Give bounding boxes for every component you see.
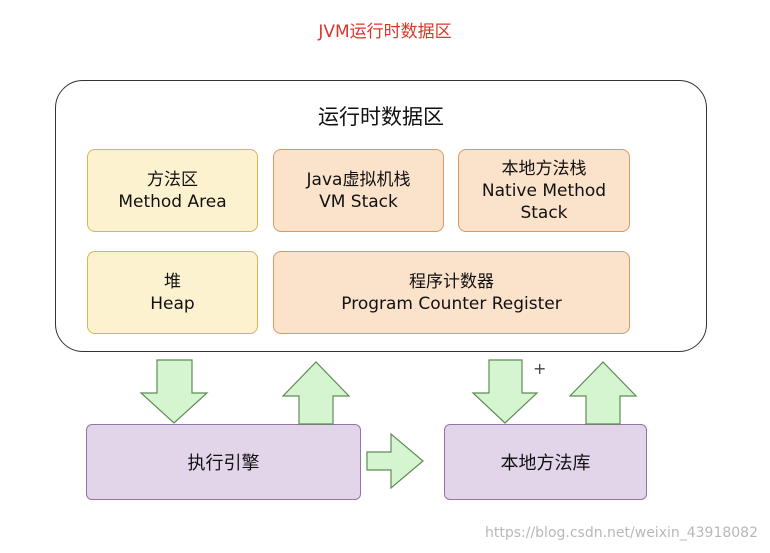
heap-box: 堆 Heap	[87, 251, 258, 334]
arrow-down-right	[471, 359, 539, 424]
native-library-label: 本地方法库	[500, 453, 591, 474]
vm-stack-box: Java虚拟机栈 VM Stack	[273, 149, 444, 232]
heap-en: Heap	[150, 293, 195, 314]
vm-stack-en: VM Stack	[319, 191, 398, 212]
pc-register-en: Program Counter Register	[341, 293, 562, 314]
diagram-title: JVM运行时数据区	[318, 22, 452, 42]
native-method-stack-box: 本地方法栈 Native Method Stack	[458, 149, 630, 232]
arrow-right-middle	[366, 432, 424, 490]
runtime-data-area-label: 运行时数据区	[318, 105, 444, 129]
execution-engine-box: 执行引擎	[86, 424, 361, 500]
native-stack-en-line2: Stack	[520, 202, 568, 223]
native-library-box: 本地方法库	[444, 424, 647, 500]
native-stack-zh: 本地方法栈	[501, 158, 587, 179]
vm-stack-zh: Java虚拟机栈	[306, 169, 411, 190]
method-area-zh: 方法区	[147, 169, 198, 190]
pc-register-zh: 程序计数器	[409, 271, 494, 292]
plus-sign: +	[533, 359, 547, 378]
native-stack-en-line1: Native Method	[481, 180, 607, 201]
arrow-down-left	[139, 359, 209, 424]
arrow-up-right	[568, 361, 638, 425]
method-area-en: Method Area	[118, 191, 227, 212]
heap-zh: 堆	[164, 271, 181, 292]
program-counter-register-box: 程序计数器 Program Counter Register	[273, 251, 630, 334]
watermark-url: https://blog.csdn.net/weixin_43918082	[484, 525, 758, 541]
method-area-box: 方法区 Method Area	[87, 149, 258, 232]
arrow-up-left	[281, 361, 351, 425]
execution-engine-label: 执行引擎	[187, 453, 260, 474]
